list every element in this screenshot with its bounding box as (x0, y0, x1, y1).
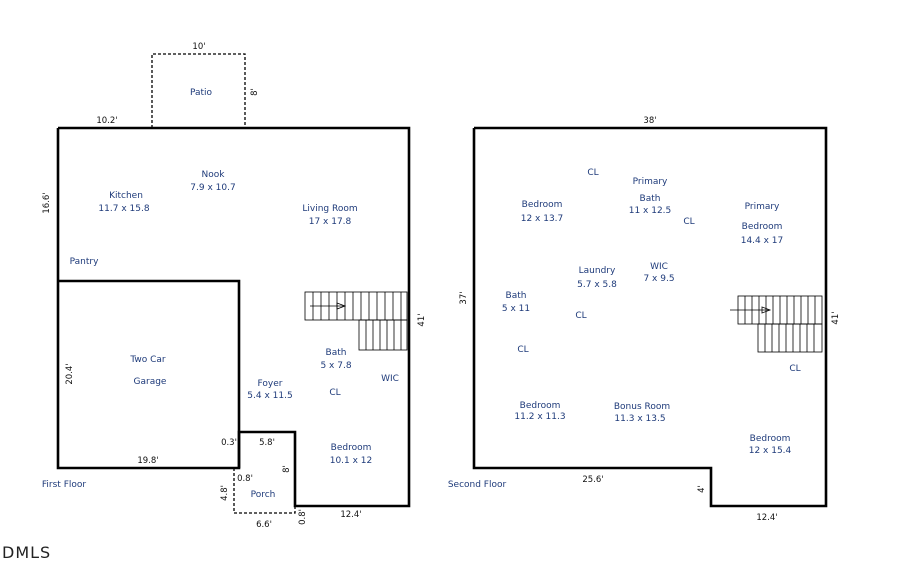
second-floor: CL Bedroom 12 x 13.7 Primary Bath 11 x 1… (448, 116, 841, 523)
wic-label: WIC (381, 374, 399, 384)
bonus-room-size: 11.3 x 13.5 (614, 414, 665, 424)
wic-name: WIC (650, 262, 668, 272)
dim-porch-bottom-right: 0.8' (298, 509, 308, 525)
dim-porch-bottom: 6.6' (256, 520, 272, 530)
dim-porch-gap: 0.3' (221, 438, 237, 448)
mls-logo: DMLS (2, 543, 51, 562)
nook-name: Nook (202, 170, 226, 180)
porch-outline (233, 468, 296, 514)
closet-label-2: CL (683, 217, 694, 227)
garage-wall (58, 279, 241, 468)
bedroom-name: Bedroom (331, 443, 372, 453)
bonus-room-name: Bonus Room (614, 402, 670, 412)
first-floor-exterior-wall (56, 126, 411, 508)
dim-left: 37' (459, 291, 469, 304)
second-floor-exterior-wall (472, 126, 828, 508)
dim-notch: 4' (697, 485, 707, 493)
dim-porch-inner: 0.8' (237, 474, 253, 484)
dim-patio-width: 10' (192, 42, 205, 52)
dim-porch-right: 8' (282, 465, 292, 473)
primary-bedroom-line2: Bedroom (742, 222, 783, 232)
dim-patio-depth: 8' (250, 88, 260, 96)
first-floor-staircase (304, 291, 408, 351)
closet-label: CL (329, 388, 340, 398)
bedroom-3-name: Bedroom (750, 434, 791, 444)
primary-bath-size: 11 x 12.5 (629, 206, 672, 216)
bedroom-2-size: 11.2 x 11.3 (514, 412, 565, 422)
primary-bath-line2: Bath (640, 194, 661, 204)
dim-bottom-left: 25.6' (582, 475, 603, 485)
wic-size: 7 x 9.5 (643, 274, 674, 284)
kitchen-size: 11.7 x 15.8 (98, 204, 149, 214)
dim-left-upper: 16.6' (42, 192, 52, 213)
nook-size: 7.9 x 10.7 (190, 183, 235, 193)
closet-label-4: CL (517, 345, 528, 355)
dim-porch-top: 5.8' (259, 438, 275, 448)
foyer-size: 5.4 x 11.5 (247, 391, 292, 401)
closet-label-1: CL (587, 168, 598, 178)
closet-label-5: CL (789, 364, 800, 374)
dim-top-left: 10.2' (96, 116, 117, 126)
dim-bottom-right: 12.4' (340, 510, 361, 520)
patio-outline (151, 53, 246, 128)
laundry-name: Laundry (579, 266, 616, 276)
closet-label-3: CL (575, 311, 586, 321)
bath-name: Bath (326, 348, 347, 358)
bedroom-1-size: 12 x 13.7 (521, 214, 564, 224)
dim-garage-width: 19.8' (137, 456, 158, 466)
dim-porch-left: 4.8' (220, 485, 230, 501)
primary-bedroom-line1: Primary (745, 202, 780, 212)
garage-line2: Garage (134, 377, 167, 387)
primary-bath-line1: Primary (633, 177, 668, 187)
dim-right-side: 41' (417, 313, 427, 326)
dim-bottom-right: 12.4' (756, 513, 777, 523)
foyer-name: Foyer (258, 379, 283, 389)
bedroom-2-name: Bedroom (520, 401, 561, 411)
pantry-label: Pantry (70, 257, 99, 267)
living-room-name: Living Room (302, 204, 357, 214)
bedroom-size: 10.1 x 12 (330, 456, 373, 466)
porch-label: Porch (251, 490, 276, 500)
primary-bedroom-size: 14.4 x 17 (741, 236, 784, 246)
first-floor-label: First Floor (42, 480, 86, 490)
dim-garage-depth: 20.4' (65, 363, 75, 384)
bath-name: Bath (506, 291, 527, 301)
kitchen-name: Kitchen (109, 191, 143, 201)
patio-label: Patio (190, 88, 213, 98)
bedroom-1-name: Bedroom (522, 200, 563, 210)
garage-line1: Two Car (129, 355, 166, 365)
living-room-size: 17 x 17.8 (309, 217, 352, 227)
first-floor: Patio Nook 7.9 x 10.7 Kitchen 11.7 x 15.… (42, 42, 427, 530)
bath-size: 5 x 7.8 (320, 361, 351, 371)
bedroom-3-size: 12 x 15.4 (749, 446, 792, 456)
second-floor-staircase (730, 295, 823, 353)
laundry-size: 5.7 x 5.8 (577, 280, 617, 290)
dim-top: 38' (643, 116, 656, 126)
dim-right: 41' (831, 311, 841, 324)
bath-size: 5 x 11 (502, 304, 530, 314)
second-floor-label: Second Floor (448, 480, 507, 490)
